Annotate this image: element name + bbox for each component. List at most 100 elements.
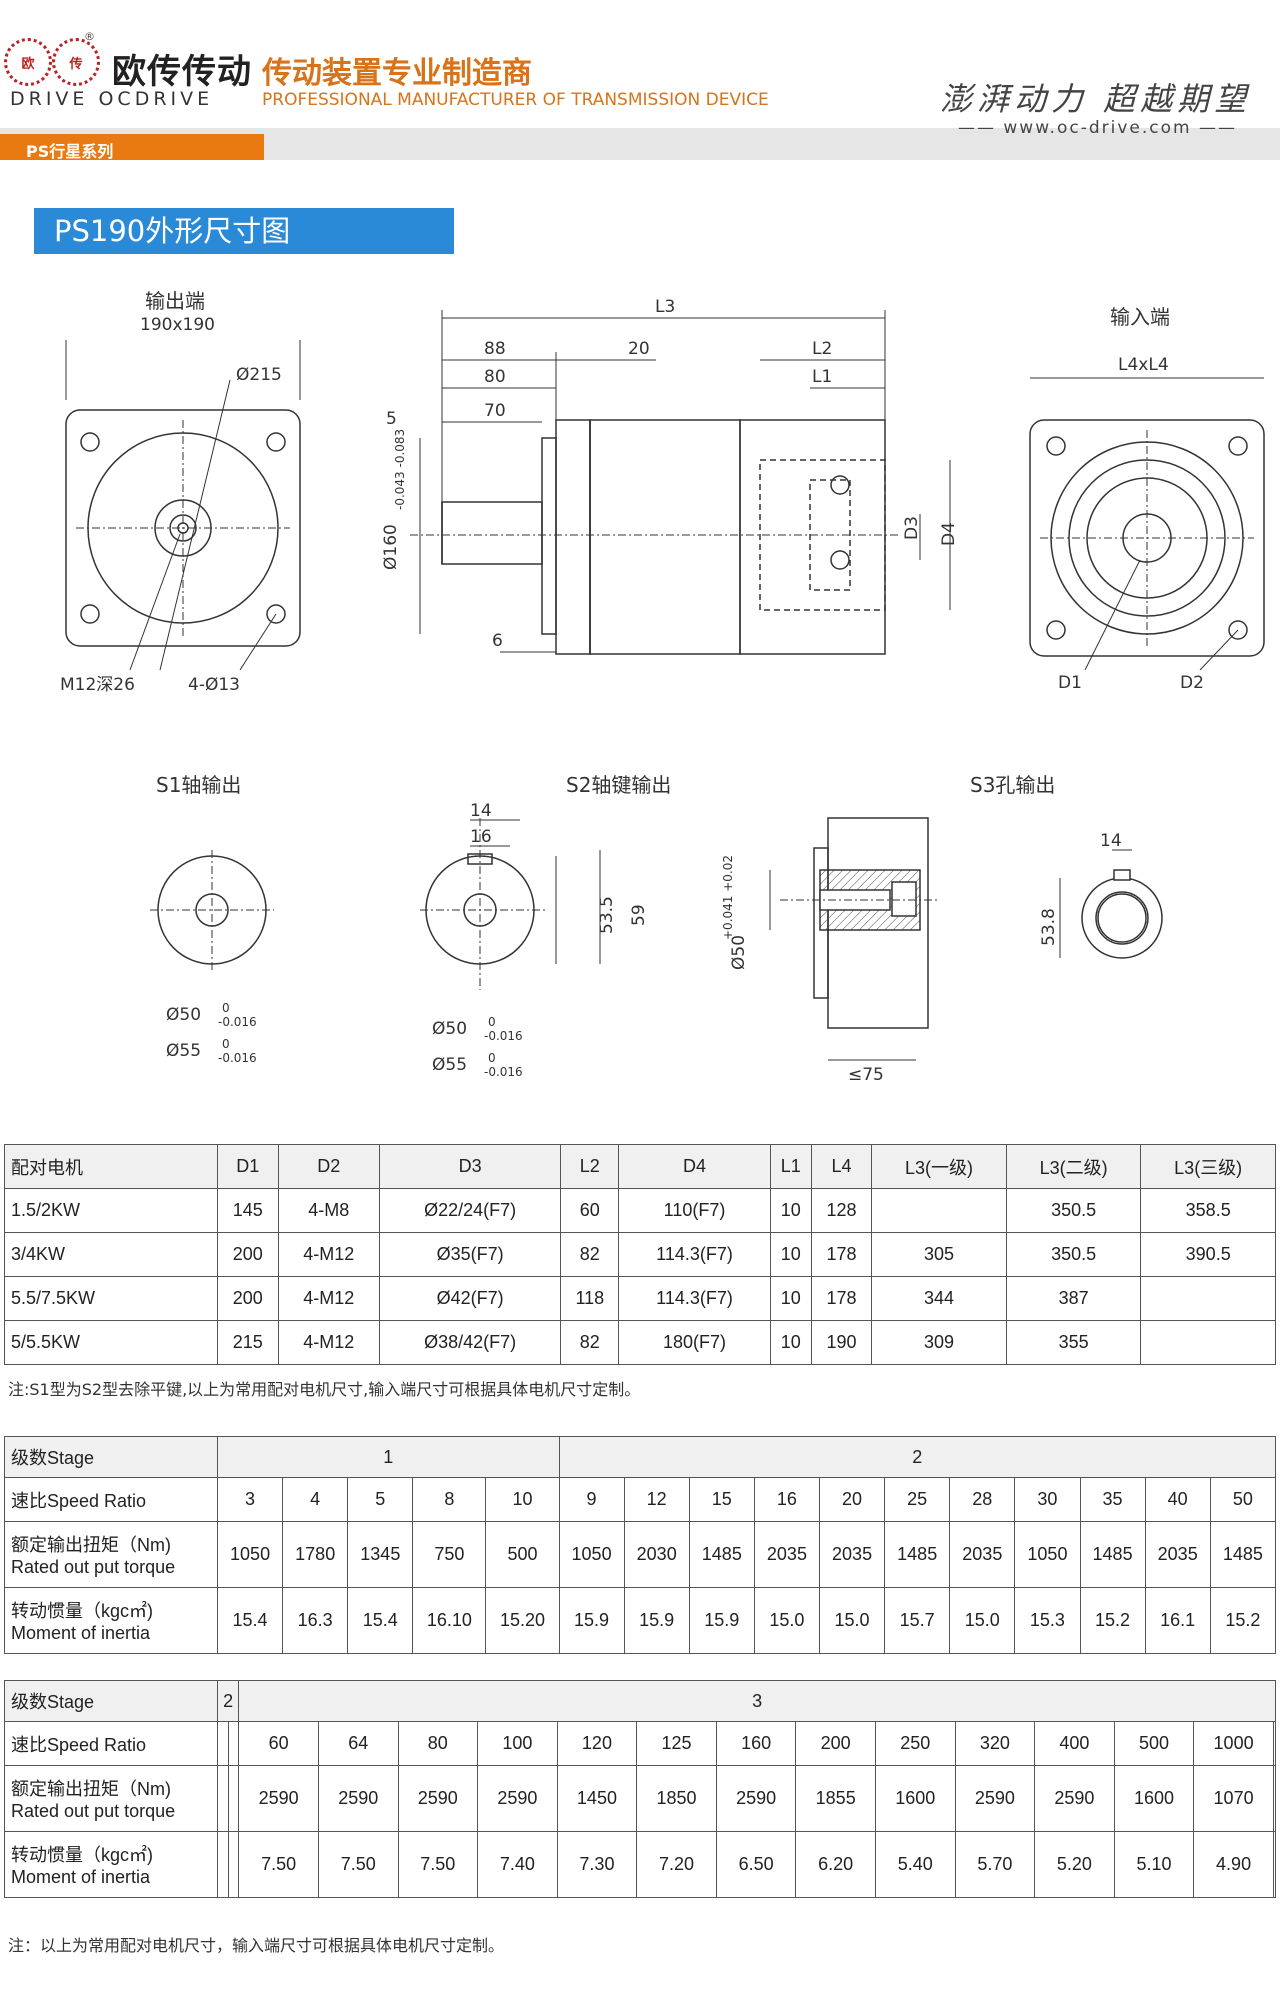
- table-cell: 15.7: [884, 1587, 951, 1654]
- table-cell: [1140, 1276, 1276, 1321]
- header-cell: L2: [560, 1144, 620, 1189]
- table-cell: Ø35(F7): [378, 1232, 562, 1277]
- side-view: [410, 310, 951, 655]
- table-cell: 10: [769, 1320, 812, 1365]
- table-cell: 15: [688, 1477, 755, 1522]
- table-cell: 114.3(F7): [618, 1232, 771, 1277]
- s3-dim-14: 14: [1100, 831, 1122, 851]
- stage-label: 级数Stage: [4, 1680, 218, 1722]
- stage-row: 级数Stage 1 2: [4, 1436, 1276, 1478]
- table1-note: 注:S1型为S2型去除平键,以上为常用配对电机尺寸,输入端尺寸可根据具体电机尺寸…: [8, 1380, 641, 1399]
- table-cell: 6.20: [795, 1831, 876, 1898]
- tagline-en: PROFESSIONAL MANUFACTURER OF TRANSMISSIO…: [262, 90, 769, 110]
- table-cell: 350.5: [1005, 1188, 1142, 1233]
- torque-label-cn: 额定输出扭矩（Nm): [11, 1535, 171, 1555]
- table-row: 5.5/7.5KW 200 4-M12 Ø42(F7) 118 114.3(F7…: [4, 1276, 1276, 1321]
- s2-dim-16: 16: [470, 827, 492, 847]
- table-cell: 9: [558, 1477, 625, 1522]
- table-cell: 2035: [949, 1521, 1016, 1588]
- dim-80: 80: [484, 367, 506, 387]
- table-cell: 215: [217, 1320, 279, 1365]
- dim-88: 88: [484, 339, 506, 359]
- ratio-label: 速比Speed Ratio: [4, 1721, 218, 1766]
- torque-label-en: Rated out put torque: [11, 1801, 176, 1821]
- stage-value: 3: [238, 1680, 1276, 1722]
- header-cell: D1: [217, 1144, 279, 1189]
- inertia-label-cn: 转动惯量（kgc㎡): [11, 1601, 154, 1621]
- table-cell: 2035: [753, 1521, 821, 1588]
- input-end-label: 输入端: [1110, 305, 1170, 329]
- s2-label: S2轴键输出: [566, 773, 671, 797]
- table-cell: 125: [636, 1721, 717, 1766]
- table-cell: 15.2: [1209, 1587, 1277, 1654]
- s3-tol: +0.041 +0.02: [721, 855, 735, 940]
- s2-tol-upper-2: 0: [488, 1051, 496, 1065]
- table-cell: 1780: [282, 1521, 349, 1588]
- dim-L1: L1: [812, 367, 832, 387]
- table-cell: 15.4: [347, 1587, 414, 1654]
- table-cell: Ø22/24(F7): [378, 1188, 562, 1233]
- table-header-row: 配对电机 D1 D2 D3 L2 D4 L1 L4 L3(一级) L3(二级) …: [4, 1144, 1276, 1189]
- header-cell: D2: [277, 1144, 380, 1189]
- table-cell: 5/5.5KW: [4, 1320, 218, 1365]
- table-cell: 1.5/2KW: [4, 1188, 218, 1233]
- dim-d215: Ø215: [236, 365, 282, 385]
- table-cell: 1485: [1209, 1521, 1277, 1588]
- table-cell: 305: [871, 1232, 1007, 1277]
- s1-d55: Ø55: [166, 1041, 201, 1061]
- header-cell: L1: [769, 1144, 812, 1189]
- dim-70: 70: [484, 401, 506, 421]
- s3-section-view: [769, 817, 1163, 1061]
- table-cell: 1485: [688, 1521, 755, 1588]
- table-cell: 118: [560, 1276, 620, 1321]
- table-cell: 4-M8: [277, 1188, 380, 1233]
- page-header: 欧 传 ® 欧传传动 DRIVE OCDRIVE 传动装置专业制造商 PROFE…: [0, 0, 1280, 161]
- table-cell: [871, 1188, 1007, 1233]
- table-cell: 350.5: [1005, 1232, 1142, 1277]
- inertia-label-en: Moment of inertia: [11, 1623, 151, 1643]
- dimension-drawing: 输出端 190x190 Ø215 M12深26 4-Ø13 L3 88 20 8…: [60, 289, 1265, 1085]
- table-cell: 15.0: [753, 1587, 821, 1654]
- logo-char: 欧: [21, 56, 35, 72]
- dim-6: 6: [492, 631, 503, 651]
- table-cell: 7.20: [636, 1831, 717, 1898]
- table-cell: 250: [874, 1721, 956, 1766]
- table-cell: 2590: [317, 1765, 399, 1832]
- output-size: 190x190: [140, 315, 215, 335]
- table-cell: 60: [238, 1721, 319, 1766]
- table-cell: 500: [485, 1521, 560, 1588]
- s2-tol-lower-2: -0.016: [484, 1065, 523, 1079]
- table-cell: [1272, 1831, 1277, 1898]
- header-cell: L3(三级): [1140, 1144, 1276, 1189]
- table-cell: 1450: [556, 1765, 638, 1832]
- table-cell: [227, 1831, 240, 1898]
- table-cell: 1050: [558, 1521, 625, 1588]
- dim-D1: D1: [1058, 673, 1082, 693]
- logo-char: 传: [69, 56, 83, 72]
- s1-tol-lower-2: -0.016: [218, 1051, 257, 1065]
- dim-D3: D3: [902, 516, 922, 540]
- table-cell: [217, 1721, 229, 1766]
- table-row: 1.5/2KW 145 4-M8 Ø22/24(F7) 60 110(F7) 1…: [4, 1188, 1276, 1233]
- brand-name-en: DRIVE OCDRIVE: [10, 88, 214, 110]
- table-cell: 16: [753, 1477, 821, 1522]
- table-cell: 344: [871, 1276, 1007, 1321]
- table-cell: 20: [818, 1477, 886, 1522]
- inertia-label: 转动惯量（kgc㎡)Moment of inertia: [4, 1831, 218, 1898]
- s3-label: S3孔输出: [970, 773, 1055, 797]
- table-cell: Ø38/42(F7): [378, 1320, 562, 1365]
- table-cell: 15.9: [623, 1587, 690, 1654]
- table-cell: 1485: [884, 1521, 951, 1588]
- table-cell: 1485: [1079, 1521, 1146, 1588]
- s2-tol-lower: -0.016: [484, 1029, 523, 1043]
- table-cell: 178: [810, 1276, 873, 1321]
- section-title: PS190外形尺寸图: [34, 208, 454, 254]
- table-cell: [1140, 1320, 1276, 1365]
- table-cell: 3: [216, 1477, 284, 1522]
- table-cell: 15.0: [818, 1587, 886, 1654]
- s1-tol-upper: 0: [222, 1001, 230, 1015]
